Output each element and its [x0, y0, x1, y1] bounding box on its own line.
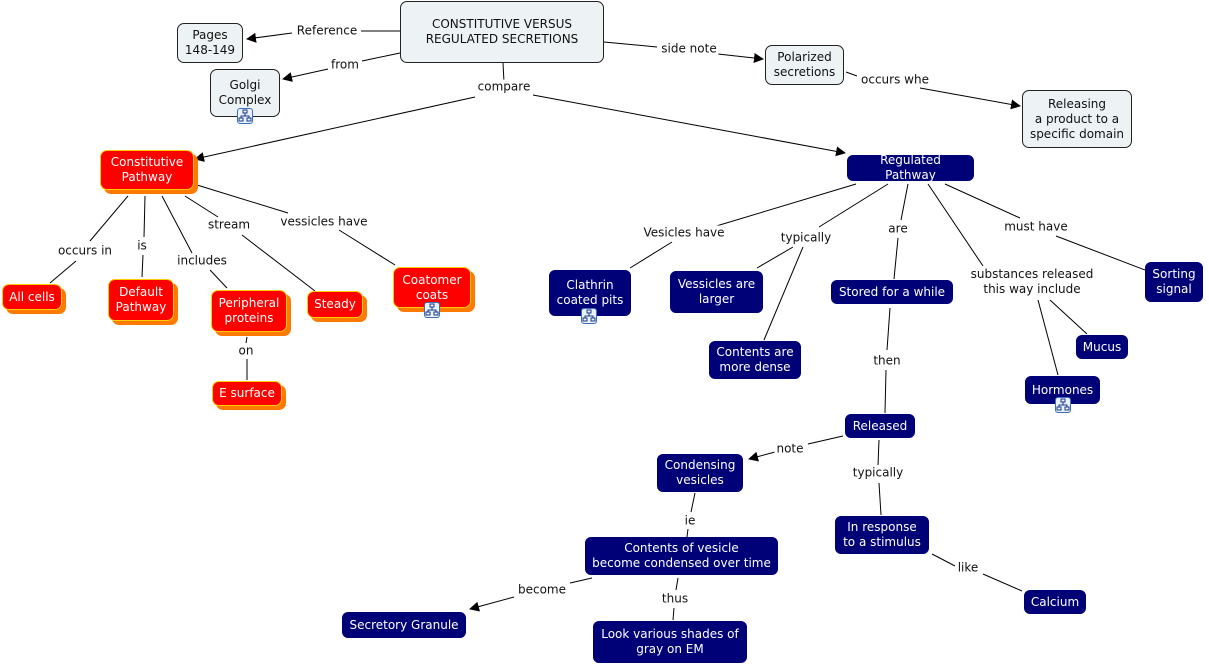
edge-main-compare: [502, 62, 505, 83]
e-surface-node[interactable]: E surface: [212, 381, 282, 406]
link-label-like: like: [955, 560, 981, 576]
edge-occurs-releasing: [919, 87, 1021, 110]
link-label-typically-2: typically: [850, 465, 906, 481]
link-label-includes: includes: [175, 253, 229, 269]
response-stimulus-node[interactable]: In response to a stimulus: [835, 516, 929, 554]
edge-compare-regulated: [532, 94, 846, 157]
edge-compare-constitutive: [194, 96, 476, 162]
vesicles-larger-node[interactable]: Vessicles are larger: [670, 271, 763, 313]
gray-em-node[interactable]: Look various shades of gray on EM: [593, 621, 747, 663]
link-label-occurs-whe: occurs whe: [859, 72, 931, 88]
link-label-compare: compare: [475, 79, 533, 95]
edge-main-sidenote: [603, 41, 658, 48]
edge-sidenote-polarized: [717, 53, 764, 63]
link-label-reference: Reference: [294, 23, 360, 39]
edge-main-from: [361, 52, 401, 62]
default-pathway-node[interactable]: Default Pathway: [108, 279, 174, 321]
link-label-note: note: [774, 441, 806, 457]
link-label-side-note: side note: [659, 41, 719, 57]
link-label-stream: stream: [205, 217, 253, 233]
contents-condensed-node[interactable]: Contents of vesicle become condensed ove…: [585, 537, 778, 575]
edge-from-golgi: [282, 68, 329, 82]
released-node[interactable]: Released: [845, 414, 915, 438]
edge-polarized-occurs: [845, 71, 858, 77]
link-label-thus: thus: [659, 591, 691, 607]
link-label-typically-1: typically: [778, 230, 834, 246]
releasing-product-node[interactable]: Releasing a product to a specific domain: [1022, 90, 1132, 148]
link-label-become: become: [515, 582, 569, 598]
link-label-vesicles-have: Vesicles have: [641, 225, 727, 241]
submap-icon-clathrin[interactable]: [581, 308, 597, 324]
hormones-node[interactable]: Hormones: [1025, 376, 1100, 404]
contents-dense-node[interactable]: Contents are more dense: [709, 341, 801, 379]
golgi-complex-node[interactable]: Golgi Complex: [210, 69, 280, 117]
stored-node[interactable]: Stored for a while: [831, 280, 953, 304]
steady-node[interactable]: Steady: [307, 291, 363, 318]
secretory-granule-node[interactable]: Secretory Granule: [342, 612, 466, 638]
link-label-occurs-in: occurs in: [55, 243, 115, 259]
main-topic-node[interactable]: CONSTITUTIVE VERSUS REGULATED SECRETIONS: [400, 1, 604, 63]
pages-node[interactable]: Pages 148-149: [177, 23, 243, 63]
regulated-pathway-node[interactable]: Regulated Pathway: [847, 153, 974, 182]
peripheral-proteins-node[interactable]: Peripheral proteins: [211, 290, 287, 332]
sorting-signal-node[interactable]: Sorting signal: [1145, 262, 1203, 302]
link-label-substances: substances released this way include: [968, 267, 1096, 297]
link-label-vessicles-have: vessicles have: [278, 214, 370, 230]
link-label-on: on: [236, 343, 256, 359]
mucus-node[interactable]: Mucus: [1076, 335, 1128, 359]
link-label-from: from: [329, 57, 361, 73]
link-label-are: are: [886, 221, 910, 237]
link-label-must-have: must have: [1002, 219, 1070, 235]
coatomer-coats-node[interactable]: Coatomer coats: [393, 267, 471, 308]
condensing-vesicles-node[interactable]: Condensing vesicles: [657, 454, 743, 492]
submap-icon-coatomer[interactable]: [424, 302, 440, 318]
constitutive-pathway-node[interactable]: Constitutive Pathway: [100, 150, 194, 190]
all-cells-node[interactable]: All cells: [2, 284, 62, 310]
calcium-node[interactable]: Calcium: [1024, 590, 1086, 614]
submap-icon-hormones[interactable]: [1055, 397, 1071, 413]
link-label-ie: ie: [682, 513, 698, 529]
submap-icon-golgi[interactable]: [237, 108, 253, 124]
polarized-secretions-node[interactable]: Polarized secretions: [765, 45, 844, 85]
edge-reference-pages: [246, 32, 293, 43]
link-label-then: then: [871, 353, 903, 369]
link-label-is: is: [135, 238, 149, 254]
